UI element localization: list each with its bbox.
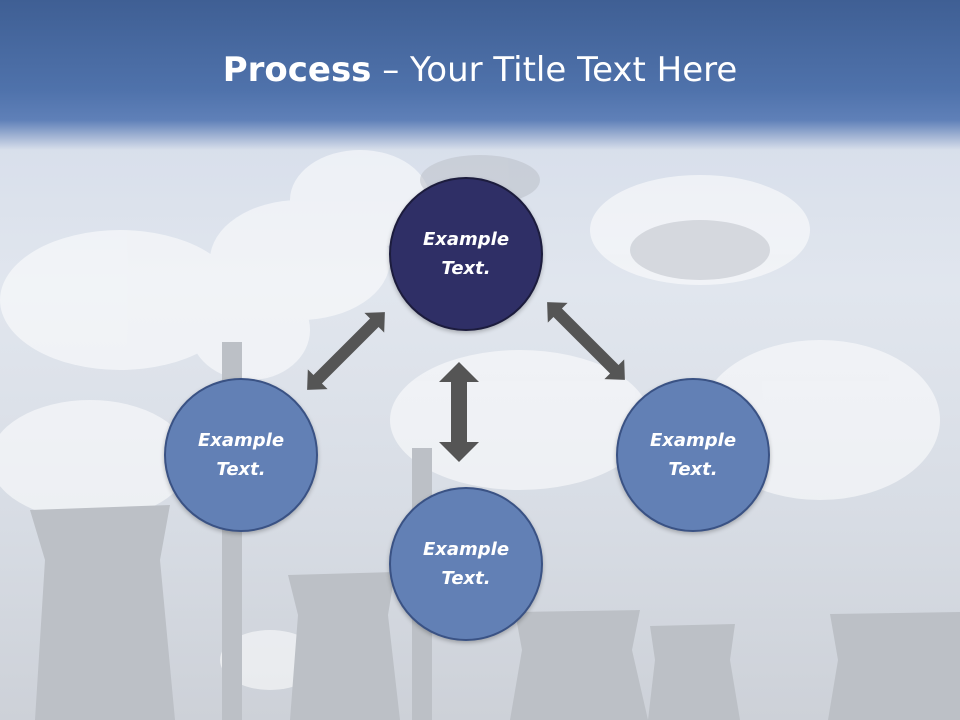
node-label-line-1: Example: [422, 229, 510, 250]
node-label-line-2: Text.: [441, 258, 491, 279]
double-arrow-left-diagonal: [307, 312, 385, 390]
node-label-line-1: Example: [649, 430, 737, 451]
node-label-line-2: Text.: [216, 459, 266, 480]
double-arrow-right-diagonal: [547, 302, 625, 380]
title-banner: [0, 0, 960, 150]
title-rest-part: – Your Title Text Here: [371, 50, 738, 90]
node-label-line-2: Text.: [441, 568, 491, 589]
node-label-line-1: Example: [197, 430, 285, 451]
node-label-line-2: Text.: [668, 459, 718, 480]
slide-title: Process – Your Title Text Here: [0, 50, 960, 90]
double-arrow-vertical: [439, 362, 479, 462]
title-bold-part: Process: [222, 50, 372, 90]
node-label-line-1: Example: [422, 539, 510, 560]
